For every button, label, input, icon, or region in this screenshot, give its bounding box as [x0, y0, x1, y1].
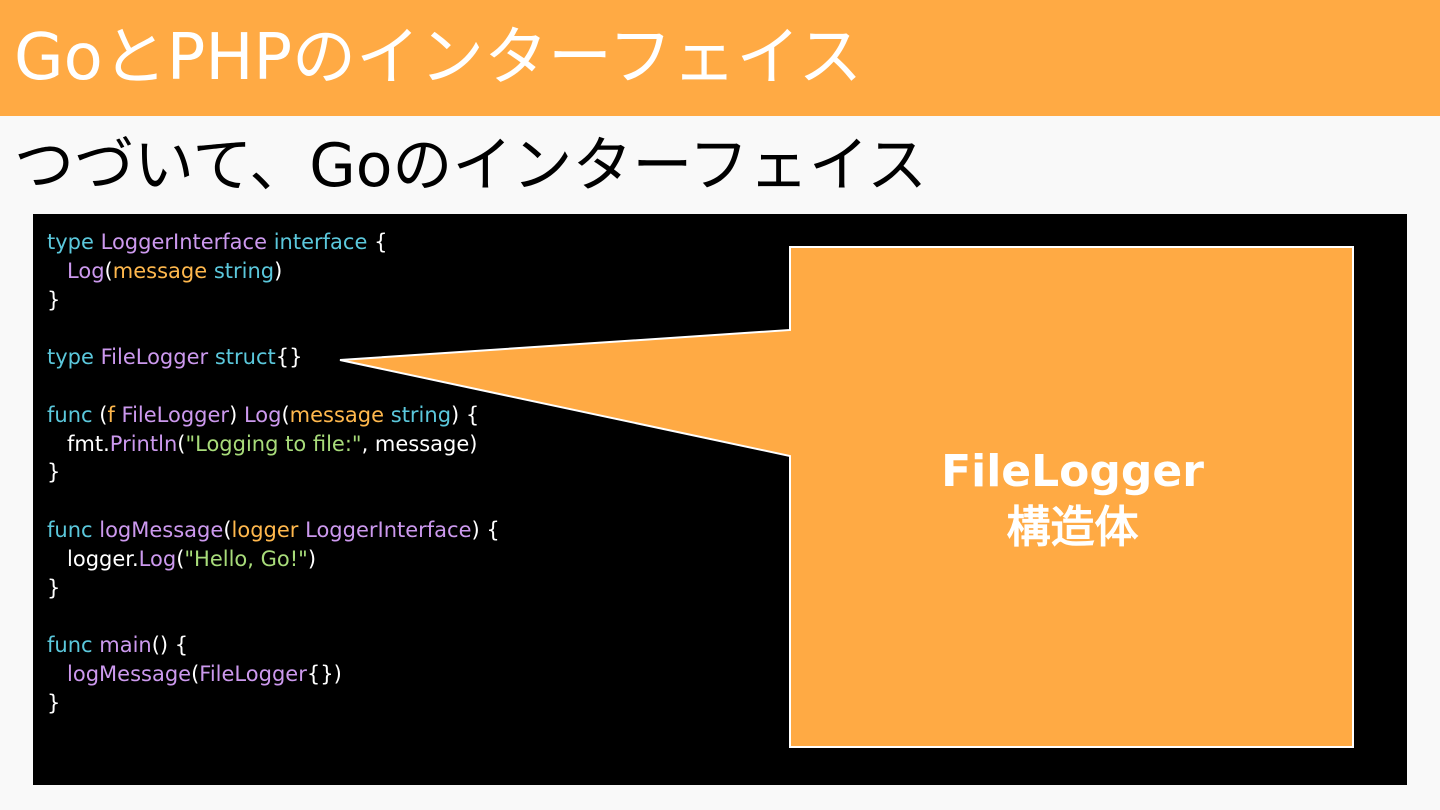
code-token: logger [231, 517, 299, 542]
code-token: "Logging to file:" [185, 431, 362, 456]
code-line: type FileLogger struct{} [47, 343, 500, 372]
code-token: LoggerInterface [100, 230, 268, 254]
code-token: logger. [47, 546, 139, 571]
code-token: main [99, 633, 152, 658]
code-token: ( [281, 402, 290, 427]
code-line: type LoggerInterface interface { [47, 228, 500, 257]
code-token: Println [109, 431, 178, 456]
code-line: } [47, 574, 500, 603]
code-token: func [47, 517, 93, 542]
code-token: ) [274, 258, 283, 283]
code-token: {}) [306, 661, 342, 686]
code-token: { [367, 230, 388, 254]
code-line: } [47, 458, 500, 487]
callout-label-line1: FileLogger [941, 446, 1204, 497]
code-token: Log [138, 546, 177, 571]
code-token: string [213, 258, 275, 283]
code-token: LoggerInterface [305, 517, 472, 542]
slide-subtitle: つづいて、Goのインターフェイス [14, 131, 928, 201]
code-token: ) { [451, 402, 480, 427]
code-token: interface [273, 230, 368, 254]
code-token: logMessage [67, 661, 192, 686]
callout-label-line2: 構造体 [1006, 502, 1139, 553]
code-token: fmt. [47, 431, 110, 456]
code-line: } [47, 689, 500, 718]
code-token: } [47, 460, 61, 485]
code-token: } [47, 690, 61, 715]
code-line: func main() { [47, 631, 500, 660]
code-token: "Hello, Go!" [184, 546, 308, 571]
code-line: logMessage(FileLogger{}) [47, 660, 500, 689]
code-token: ) [229, 402, 244, 427]
code-token: ( [92, 402, 108, 427]
code-token: ) [307, 546, 317, 571]
code-token: ( [191, 661, 200, 686]
code-line: logger.Log("Hello, Go!") [47, 545, 500, 574]
code-token: logMessage [99, 517, 224, 542]
code-token: , message) [361, 431, 478, 456]
code-token: () { [151, 633, 189, 658]
code-token: Log [243, 402, 282, 427]
code-line: fmt.Println("Logging to file:", message) [47, 430, 500, 459]
code-token: func [47, 402, 93, 427]
code-line: func logMessage(logger LoggerInterface) … [47, 516, 500, 545]
code-line: } [47, 286, 500, 315]
code-token: ( [104, 258, 113, 283]
code-token: FileLogger [199, 661, 307, 686]
code-panel: type LoggerInterface interface { Log(mes… [33, 214, 1407, 785]
code-line: Log(message string) [47, 257, 500, 286]
callout-bubble [339, 246, 1354, 748]
code-token: struct [214, 345, 276, 370]
code-token: Log [67, 258, 105, 283]
code-token: func [47, 633, 93, 658]
code-token: type [47, 230, 94, 254]
code-token: string [390, 402, 452, 427]
slide-header: GoとPHPのインターフェイス [0, 0, 1440, 116]
slide-title: GoとPHPのインターフェイス [14, 21, 863, 95]
code-token: {} [275, 345, 303, 370]
code-token: ) { [471, 517, 500, 542]
callout-label: FileLogger 構造体 [790, 444, 1355, 556]
code-token: ( [223, 517, 232, 542]
code-token: FileLogger [100, 345, 209, 370]
code-token: } [47, 287, 61, 312]
callout-shape [339, 246, 1354, 748]
code-block: type LoggerInterface interface { Log(mes… [47, 228, 500, 718]
code-token: f [107, 402, 115, 427]
code-token: message [289, 402, 385, 427]
code-token: ( [176, 546, 185, 571]
code-token: } [47, 575, 61, 600]
code-line: func (f FileLogger) Log(message string) … [47, 401, 500, 430]
code-token: type [47, 345, 94, 370]
code-token: message [112, 258, 208, 283]
code-token: ( [177, 431, 186, 456]
code-token: FileLogger [121, 402, 230, 427]
